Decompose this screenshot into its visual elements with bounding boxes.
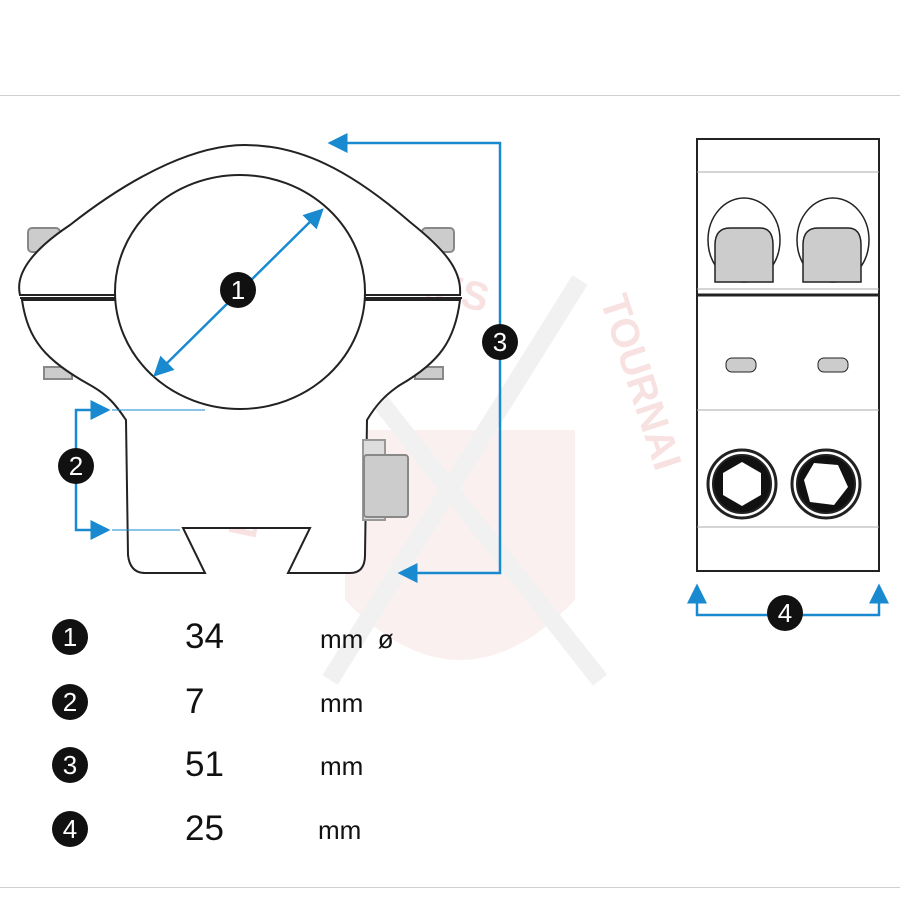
spec-value: 51 <box>185 745 224 784</box>
spec-value: 7 <box>185 682 205 721</box>
spec-number-badge: 3 <box>52 747 88 783</box>
spec-number-badge: 4 <box>52 811 88 847</box>
spec-number-badge: 2 <box>52 684 88 720</box>
spec-value: 25 <box>185 809 224 848</box>
spec-value: 34 <box>185 617 224 656</box>
bottom-divider <box>0 887 900 888</box>
callout-2-badge: 2 <box>58 448 94 484</box>
svg-text:TOURNAI: TOURNAI <box>591 289 689 475</box>
ring-front-view <box>18 143 462 574</box>
top-divider <box>0 95 900 96</box>
callout-3-badge: 3 <box>482 324 518 360</box>
spec-number-badge: 1 <box>52 619 88 655</box>
spec-unit: mm <box>320 688 364 718</box>
ring-side-view <box>696 138 880 572</box>
spec-unit: mm <box>318 815 362 845</box>
callout-4-badge: 4 <box>767 595 803 631</box>
spec-unit: mm ø <box>320 624 394 654</box>
spec-unit: mm <box>320 751 364 781</box>
callout-1-badge: 1 <box>220 272 256 308</box>
